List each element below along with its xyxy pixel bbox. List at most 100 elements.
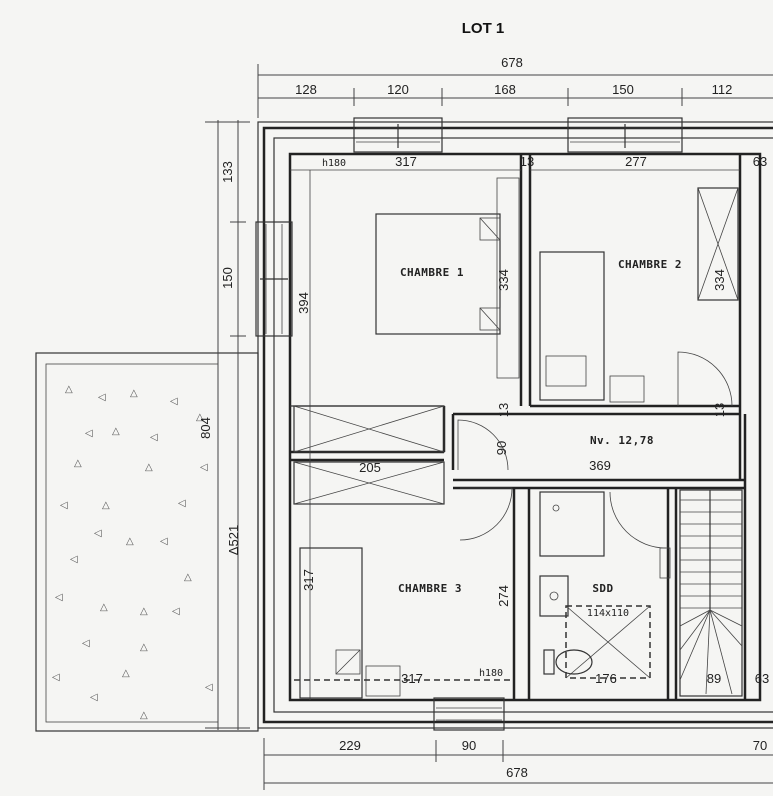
dim-stair-right: 63 [755, 671, 769, 686]
dim-bottom-229: 229 [339, 738, 361, 753]
chambre2-bed [539, 251, 605, 401]
dim-c3-h180: h180 [479, 668, 503, 679]
left-window [255, 221, 293, 337]
dim-left-150: 150 [220, 267, 235, 289]
room-label-sdd: SDD [592, 582, 613, 595]
dim-c3-depth: 274 [496, 585, 511, 607]
svg-text:◁: ◁ [150, 432, 158, 443]
svg-text:△: △ [102, 500, 110, 511]
dim-left-521: Δ521 [226, 525, 241, 555]
room-label-chambre2: CHAMBRE 2 [618, 258, 682, 271]
room-label-chambre1: CHAMBRE 1 [400, 266, 464, 279]
room-label-chambre3: CHAMBRE 3 [398, 582, 462, 595]
chambre3-bed [299, 547, 363, 699]
top-dimensions: 678 128 120 168 150 112 [257, 55, 773, 118]
dim-top-120: 120 [387, 82, 409, 97]
dim-corr-13b: 13 [496, 403, 511, 417]
exterior-walls [257, 121, 773, 729]
dim-c3-bottom: 317 [401, 671, 423, 686]
dim-top-total: 678 [501, 55, 523, 70]
dim-corr-13c: 13 [712, 403, 727, 417]
chambre3-wardrobe [293, 461, 445, 505]
svg-text:△: △ [196, 412, 204, 423]
dim-c1-height: 394 [296, 292, 311, 314]
sdd-toilet [543, 649, 593, 675]
corridor-door [457, 419, 509, 471]
svg-text:△: △ [65, 384, 73, 395]
dim-c2-width: 277 [625, 154, 647, 169]
svg-text:△: △ [140, 642, 148, 653]
sdd-shower-tray [539, 491, 605, 557]
chambre2-door [677, 351, 733, 407]
dim-sdd-shower: 114x110 [587, 608, 629, 619]
dim-corr-90: 90 [494, 441, 509, 455]
chambre3-desk [365, 665, 401, 697]
sdd-sink [539, 575, 569, 617]
dim-top-112: 112 [712, 82, 733, 97]
sdd-radiator [659, 547, 671, 579]
svg-text:△: △ [122, 668, 130, 679]
dim-c1-h180: h180 [322, 158, 346, 169]
dim-c2-right: 63 [753, 154, 767, 169]
svg-text:◁: ◁ [82, 638, 90, 649]
chambre2-desk [609, 375, 645, 403]
dim-c1-depth: 334 [496, 269, 511, 291]
top-window-2 [567, 117, 683, 153]
chambre1-wardrobe [293, 405, 445, 453]
svg-text:△: △ [130, 388, 138, 399]
svg-text:◁: ◁ [170, 396, 178, 407]
svg-text:△: △ [140, 710, 148, 721]
dim-c1-width: 317 [395, 154, 417, 169]
svg-text:◁: ◁ [172, 606, 180, 617]
dim-left-133: 133 [220, 161, 235, 183]
dim-c3-top: 205 [359, 460, 381, 475]
bottom-dimensions: 229 90 70 678 [263, 738, 773, 790]
dim-c2-depth: 334 [712, 269, 727, 291]
chambre1-shelves [496, 177, 520, 379]
svg-text:◁: ◁ [94, 528, 102, 539]
sdd-door [609, 491, 667, 549]
svg-text:◁: ◁ [160, 536, 168, 547]
bottom-window [433, 697, 505, 731]
svg-text:△: △ [145, 462, 153, 473]
left-dimensions: 133 150 804 Δ521 [198, 120, 250, 730]
svg-text:◁: ◁ [60, 500, 68, 511]
sdd-shower [565, 605, 651, 679]
dim-top-150: 150 [612, 82, 634, 97]
dim-bottom-70: 70 [753, 738, 767, 753]
dim-bottom-90: 90 [462, 738, 476, 753]
plan-title: LOT 1 [462, 20, 505, 37]
svg-text:◁: ◁ [178, 498, 186, 509]
svg-text:△: △ [74, 458, 82, 469]
svg-text:△: △ [126, 536, 134, 547]
svg-text:◁: ◁ [52, 672, 60, 683]
svg-text:◁: ◁ [55, 592, 63, 603]
dim-corr-13a: 13 [520, 154, 534, 169]
dim-left-804: 804 [198, 417, 213, 439]
chambre3-door [459, 487, 513, 541]
svg-text:◁: ◁ [98, 392, 106, 403]
terrace: △ ◁ △ ◁ ◁ △ ◁ △ △ △ ◁ ◁ △ ◁ ◁ △ ◁ ◁ △ ◁ △ △ ◁ ◁ △ ◁ △ ◁ △ ◁ [35, 352, 259, 732]
svg-text:△: △ [112, 426, 120, 437]
room-label-palier: Nv. 12,78 [590, 434, 654, 447]
dim-stair-width: 89 [707, 671, 721, 686]
svg-text:◁: ◁ [200, 462, 208, 473]
svg-text:△: △ [140, 606, 148, 617]
svg-text:◁: ◁ [70, 554, 78, 565]
interior-walls [290, 154, 747, 700]
dim-c3-height: 317 [301, 569, 316, 591]
chambre2-wardrobe [697, 187, 739, 301]
staircase [679, 489, 743, 697]
svg-text:△: △ [184, 572, 192, 583]
dim-top-128: 128 [295, 82, 317, 97]
svg-text:◁: ◁ [205, 682, 213, 693]
svg-text:◁: ◁ [85, 428, 93, 439]
svg-text:◁: ◁ [90, 692, 98, 703]
dim-sdd-width: 176 [595, 671, 617, 686]
dim-top-168: 168 [494, 82, 516, 97]
inner-dimensions: h180 317 13 277 63 394 334 334 13 13 90 … [296, 154, 769, 686]
dim-bottom-total: 678 [506, 765, 528, 780]
svg-text:△: △ [100, 602, 108, 613]
dim-corr-width: 369 [589, 458, 611, 473]
